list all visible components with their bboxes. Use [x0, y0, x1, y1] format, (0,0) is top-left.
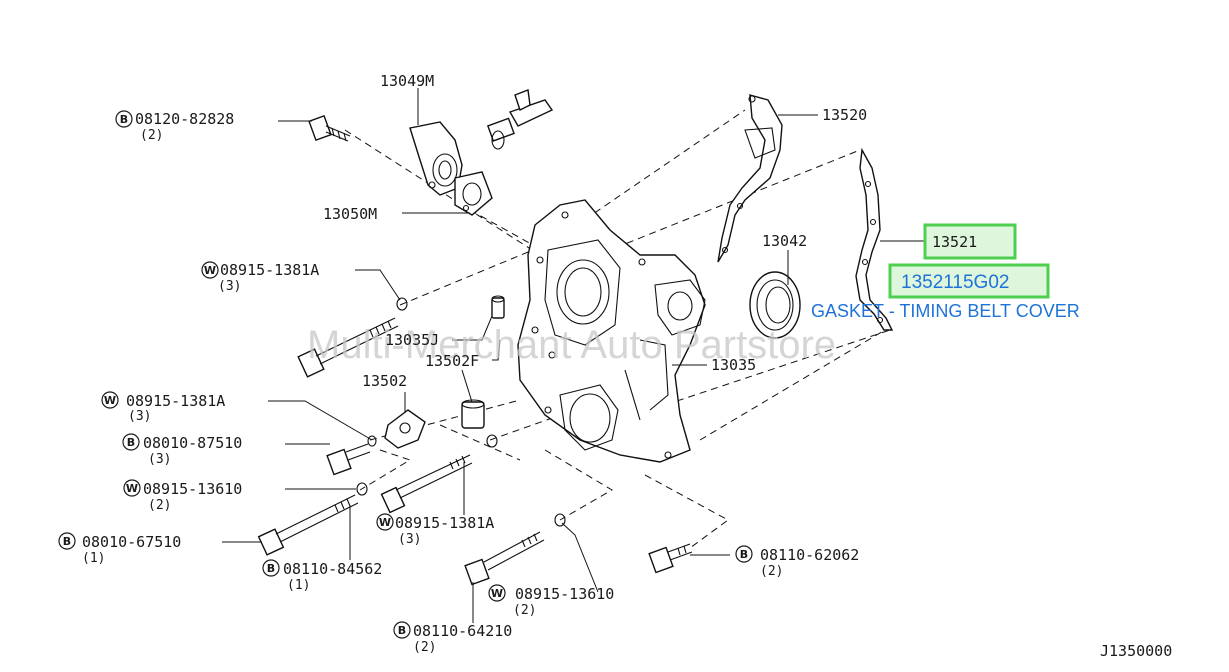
selected-part-description: GASKET - TIMING BELT COVER	[811, 301, 1080, 321]
callout-08915-1381a-mid[interactable]: W 08915-1381A (3)	[101, 391, 225, 424]
thermostat-gasket[interactable]	[454, 171, 493, 216]
washer-marker: W	[104, 394, 116, 407]
long-bolt-upper[interactable]	[297, 297, 408, 378]
callout-08915-13610-left[interactable]: W 08915-13610 (2)	[123, 479, 242, 513]
part-qty: (3)	[128, 409, 151, 424]
part-qty: (1)	[82, 551, 105, 566]
callout-13502[interactable]: 13502	[362, 372, 407, 390]
callout-13042[interactable]: 13042	[762, 232, 807, 250]
part-code: 08120-82828	[135, 110, 234, 128]
callout-08010-67510[interactable]: B 08010-67510 (1)	[58, 532, 181, 566]
part-qty: (2)	[760, 564, 783, 579]
selected-part-number[interactable]: 1352115G02	[901, 272, 1009, 293]
callout-labels: B 08120-82828 (2) 13049M 13050M 13520 13…	[58, 72, 867, 655]
callout-08120-82828[interactable]: B 08120-82828 (2)	[115, 110, 234, 143]
long-bolt-08010-67510[interactable]	[257, 494, 359, 556]
callout-13050m[interactable]: 13050M	[323, 205, 377, 223]
part-qty: (2)	[148, 498, 171, 513]
bolt-08010-87510[interactable]	[326, 435, 377, 476]
part-code: 08110-84562	[283, 560, 382, 578]
selected-part-ref[interactable]: 13521	[932, 233, 977, 251]
part-code: 08110-62062	[760, 546, 859, 564]
leader-lines	[222, 88, 924, 623]
callout-08915-1381a-upper[interactable]: W 08915-1381A (3)	[201, 261, 319, 294]
washer-08915-13610-left[interactable]	[356, 482, 368, 496]
callout-13502f[interactable]: 13502F	[425, 352, 479, 370]
callout-08110-84562[interactable]: B 08110-84562 (1)	[262, 559, 382, 593]
part-qty: (1)	[287, 578, 310, 593]
front-cover[interactable]	[517, 199, 706, 463]
part-code: 08110-64210	[413, 622, 512, 640]
bolt-marker: B	[267, 562, 275, 575]
callout-13035[interactable]: 13035	[711, 356, 756, 374]
callout-08915-13610-lower[interactable]: W 08915-13610 (2)	[488, 584, 614, 618]
washer-marker: W	[204, 264, 216, 277]
part-code: 08010-67510	[82, 533, 181, 551]
callout-08915-1381a-lower[interactable]: W 08915-1381A (3)	[376, 513, 494, 547]
long-bolt-08110-84562[interactable]	[380, 434, 498, 514]
part-qty: (2)	[513, 603, 536, 618]
bolt-marker: B	[398, 624, 406, 637]
washer-marker: W	[491, 587, 503, 600]
oil-seal[interactable]	[749, 271, 801, 339]
part-code: 08915-13610	[515, 585, 614, 603]
part-code: 08915-1381A	[220, 261, 319, 279]
part-qty: (3)	[398, 532, 421, 547]
callout-13035j[interactable]: 13035J	[385, 331, 439, 349]
bolt-marker: B	[120, 113, 128, 126]
timing-belt-cover-gasket[interactable]	[855, 147, 894, 331]
part-code: 08915-1381A	[126, 392, 225, 410]
long-bolt-08110-64210[interactable]	[464, 513, 566, 586]
washer-marker: W	[126, 482, 138, 495]
watermark: Multi-Merchant Auto Partstore	[307, 323, 836, 367]
callout-08110-62062[interactable]: B 08110-62062 (2)	[735, 545, 859, 579]
selected-ref-box[interactable]	[923, 223, 1017, 260]
bolt-marker: B	[127, 436, 135, 449]
bolt-08110-62062[interactable]	[648, 543, 693, 574]
part-code: 08915-1381A	[395, 514, 494, 532]
part-code: 08010-87510	[143, 434, 242, 452]
selected-part[interactable]: 13521 1352115G02 GASKET - TIMING BELT CO…	[811, 223, 1080, 321]
bolt-top-left[interactable]	[308, 114, 351, 142]
callout-13049m[interactable]: 13049M	[380, 72, 434, 90]
bolt-marker: B	[740, 548, 748, 561]
part-qty: (2)	[413, 640, 436, 655]
diagram-code: J1350000	[1100, 642, 1172, 660]
tensioner-parts[interactable]	[384, 399, 485, 449]
washer-marker: W	[379, 516, 391, 529]
bolt-marker: B	[63, 535, 71, 548]
front-cover-gasket[interactable]	[717, 94, 783, 263]
callout-08110-64210[interactable]: B 08110-64210 (2)	[393, 621, 512, 655]
thermostat-housing[interactable]	[409, 89, 554, 196]
part-code: 08915-13610	[143, 480, 242, 498]
part-qty: (3)	[218, 279, 241, 294]
part-qty: (2)	[140, 128, 163, 143]
part-qty: (3)	[148, 452, 171, 467]
callout-08010-87510[interactable]: B 08010-87510 (3)	[122, 433, 242, 467]
dowel-pin-13035j[interactable]	[491, 295, 505, 319]
selected-number-box[interactable]	[888, 263, 1050, 299]
callout-13520[interactable]: 13520	[822, 106, 867, 124]
